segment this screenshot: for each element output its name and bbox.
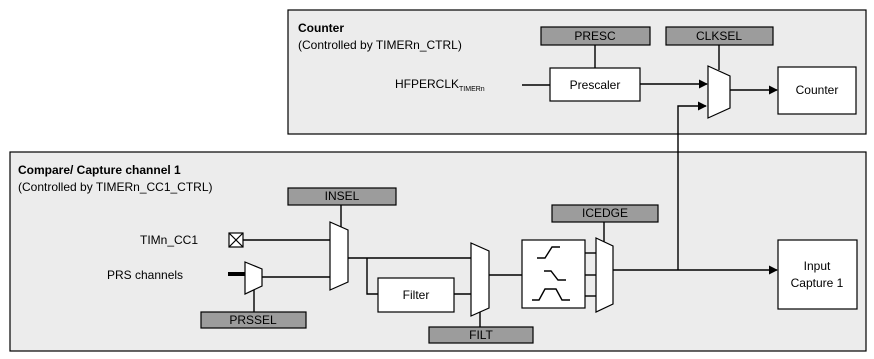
pin-icon xyxy=(228,232,244,248)
capture-title: Compare/ Capture channel 1 xyxy=(18,163,181,177)
input-capture-label-1: Input xyxy=(804,259,831,273)
filt-register xyxy=(428,326,534,344)
presc-label: PRESC xyxy=(574,29,616,43)
clksel-label: CLKSEL xyxy=(696,29,742,43)
prescaler-box xyxy=(549,67,641,102)
pin-label: TIMn_CC1 xyxy=(140,233,198,247)
filt-mux xyxy=(470,242,490,317)
clksel-mux xyxy=(707,65,731,119)
filter-label: Filter xyxy=(403,288,430,302)
capture-group xyxy=(9,151,867,352)
rising-edge-icon xyxy=(537,246,560,259)
filter-box xyxy=(377,277,455,313)
icedge-label: ICEDGE xyxy=(582,206,628,220)
both-edges-icon xyxy=(532,288,570,301)
filt-label: FILT xyxy=(469,328,493,342)
insel-register xyxy=(287,187,397,206)
falling-edge-icon xyxy=(544,270,566,281)
prssel-mux xyxy=(244,261,263,295)
edge-waveform-icon xyxy=(532,246,570,301)
counter-label: Counter xyxy=(796,83,839,97)
prescaler-label: Prescaler xyxy=(570,78,621,92)
counter-box xyxy=(777,66,857,115)
prs-label: PRS channels xyxy=(107,268,183,282)
capture-subtitle: (Controlled by TIMERn_CC1_CTRL) xyxy=(18,180,213,194)
insel-mux xyxy=(329,221,349,291)
counter-subtitle: (Controlled by TIMERn_CTRL) xyxy=(298,38,462,52)
icedge-mux xyxy=(595,237,614,313)
prssel-register xyxy=(200,311,307,329)
capture-to-clksel-wire xyxy=(677,101,707,270)
prssel-label: PRSSEL xyxy=(229,313,277,327)
input-capture-box xyxy=(777,239,858,310)
hfperclk-label: HFPERCLKTIMERn xyxy=(395,77,485,93)
counter-title: Counter xyxy=(298,21,344,35)
input-capture-label-2: Capture 1 xyxy=(791,276,844,290)
insel-label: INSEL xyxy=(325,189,360,203)
filter-in-wire xyxy=(366,258,378,295)
icedge-register xyxy=(551,204,659,223)
